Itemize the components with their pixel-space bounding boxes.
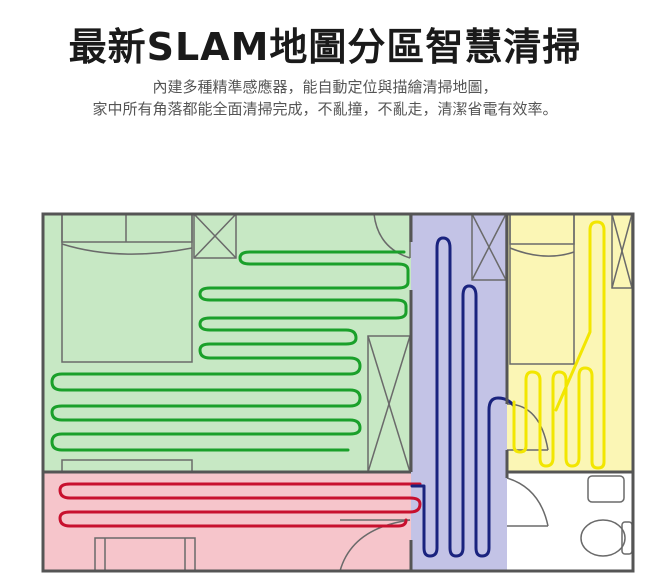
subtitle-line-2: 家中所有角落都能全面清掃完成，不亂撞，不亂走，清潔省電有效率。: [92, 100, 558, 118]
green-cleaning-path: [50, 250, 410, 452]
toilet: [580, 519, 626, 557]
door-bath: [506, 477, 549, 527]
door-red: [339, 519, 411, 572]
yellow-cleaning-path: [512, 220, 606, 470]
red-room: [43, 472, 411, 571]
door-green: [373, 213, 411, 259]
red-cleaning-path: [58, 482, 422, 528]
blue-cleaning-path: [410, 236, 516, 558]
blue-corridor: [411, 214, 507, 571]
subtitle-line-1: 內建多種精準感應器，能自動定位與描繪清掃地圖，: [152, 78, 498, 96]
walls: [41, 212, 635, 573]
page-title: 最新SLAM地圖分區智慧清掃: [68, 25, 582, 69]
sink: [587, 475, 625, 503]
